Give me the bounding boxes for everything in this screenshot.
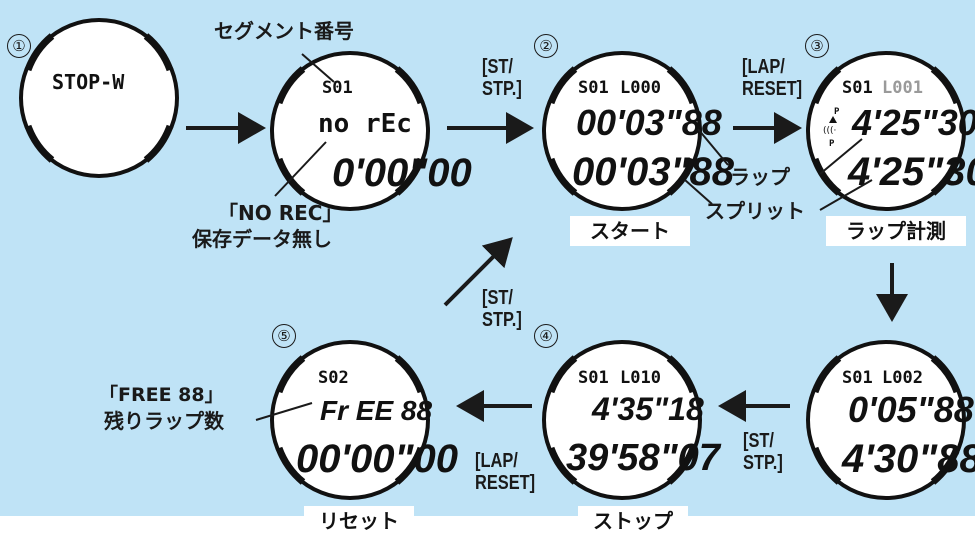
watch-2-segment: S01 [322,78,353,98]
button-label-st-stp-2: [ST/ STP.] [482,287,522,331]
watch-4-line2: 4'25"30 [851,102,975,143]
watch-6-line3: 39'58"07 [566,437,722,479]
caption-start: スタート [570,216,690,246]
caption-reset: リセット [304,506,414,536]
button-label-st-stp-3: [ST/ STP.] [743,430,783,474]
button-label-lap-reset-1: [LAP/ RESET] [742,56,803,100]
watch-4-lap: L001 [882,78,923,98]
leader-lap-2 [819,138,863,175]
watch-5-lap: L002 [882,368,923,388]
step-number-5: ⑤ [272,324,296,348]
watch-4-line3: 4'25"30 [847,150,975,194]
watch-3-lap: L000 [620,78,661,98]
label-split: スプリット [705,199,805,223]
up-triangle-icon [829,116,837,123]
leader-split-2 [819,179,873,211]
watch-7-line2: Fr EE 88 [320,395,432,426]
vibration-icon: (((· [823,126,836,136]
watch-2-line3: 0'00"00 [332,151,472,195]
watch-3-line3: 00'03"88 [572,150,735,194]
caption-stop: ストップ [578,506,688,536]
watch-6-line2: 4'35"18 [591,391,704,427]
label-lap: ラップ [730,165,790,189]
watch-6: S01 L010 4'35"18 39'58"07 [542,340,722,500]
step-number-2: ② [534,34,558,58]
watch-4-icon-top: P [834,107,840,117]
leader-free [255,402,313,421]
button-label-lap-reset-2: [LAP/ RESET] [475,450,536,494]
leader-split-1 [684,179,713,205]
watch-4-segment: S01 [842,78,873,98]
step-number-3: ③ [805,34,829,58]
arrow-7-to-3 [443,237,513,307]
watch-2: S01 no rEc 0'00"00 [270,51,472,211]
step-number-4: ④ [534,324,558,348]
label-no-rec-desc: 保存データ無し [192,227,332,251]
watch-5-segment: S01 [842,368,873,388]
button-label-st-stp-1: [ST/ STP.] [482,56,522,100]
step-number-1: ① [7,34,31,58]
watch-6-segment: S01 [578,368,609,388]
watch-5: S01 L002 0'05"88 4'30"88 [806,340,975,500]
watch-3: S01 L000 00'03"88 00'03"88 [542,51,735,211]
leader-lap-1 [697,128,729,166]
watch-7-line3: 00'00"00 [296,437,458,481]
watch-2-line2: no rEc [318,109,412,139]
watch-3-segment: S01 [578,78,609,98]
label-no-rec-title: 「NO REC」 [218,201,343,225]
watch-7-segment: S02 [318,368,349,388]
label-segment-number: セグメント番号 [214,19,354,43]
watch-4: S01 L001 P (((· P 4'25"30 4'25"30 [806,51,975,211]
label-free-desc: 残りラップ数 [104,409,224,433]
label-free-title: 「FREE 88」 [99,384,224,406]
caption-lap-measure: ラップ計測 [826,216,966,246]
watch-3-line2: 00'03"88 [576,102,722,143]
watch-6-lap: L010 [620,368,661,388]
watch-5-line2: 0'05"88 [848,389,974,430]
watch-4-icon-bottom: P [829,139,835,149]
watch-7: S02 Fr EE 88 00'00"00 [270,340,458,500]
leader-no-rec [274,141,327,197]
watch-1-line1: STOP-W [52,70,125,94]
watch-1: STOP-W [19,18,179,178]
watch-5-line3: 4'30"88 [841,437,975,481]
leader-segment [301,53,335,83]
